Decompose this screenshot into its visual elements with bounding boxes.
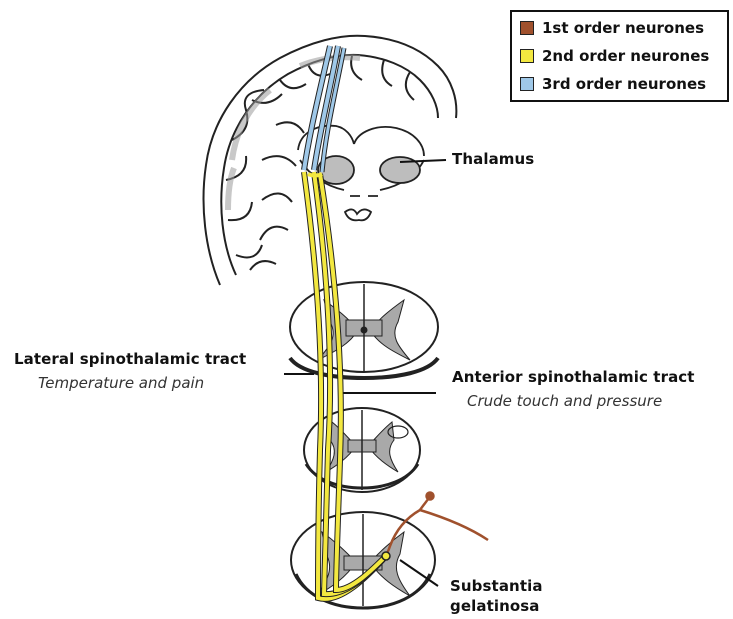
substantia-label-line2: gelatinosa bbox=[450, 597, 540, 615]
thalamus-label: Thalamus bbox=[452, 150, 534, 168]
spinal-section-upper bbox=[290, 282, 438, 378]
legend-label-third-order: 3rd order neurones bbox=[542, 75, 706, 93]
legend-item-second-order: 2nd order neurones bbox=[520, 46, 709, 66]
legend-item-third-order: 3rd order neurones bbox=[520, 74, 706, 94]
legend-label-second-order: 2nd order neurones bbox=[542, 47, 709, 65]
legend-swatch-third-order bbox=[520, 77, 534, 91]
legend-label-first-order: 1st order neurones bbox=[542, 19, 704, 37]
spinal-section-lower bbox=[291, 512, 435, 608]
anterior-function-label: Crude touch and pressure bbox=[467, 392, 662, 410]
legend-swatch-first-order bbox=[520, 21, 534, 35]
substantia-label-line1: Substantia bbox=[450, 577, 543, 595]
neurone-legend: 1st order neurones 2nd order neurones 3r… bbox=[510, 10, 729, 102]
anterior-tract-label: Anterior spinothalamic tract bbox=[452, 368, 695, 386]
legend-swatch-second-order bbox=[520, 49, 534, 63]
legend-item-first-order: 1st order neurones bbox=[520, 18, 704, 38]
lateral-tract-label: Lateral spinothalamic tract bbox=[14, 350, 246, 368]
lateral-function-label: Temperature and pain bbox=[38, 374, 204, 392]
